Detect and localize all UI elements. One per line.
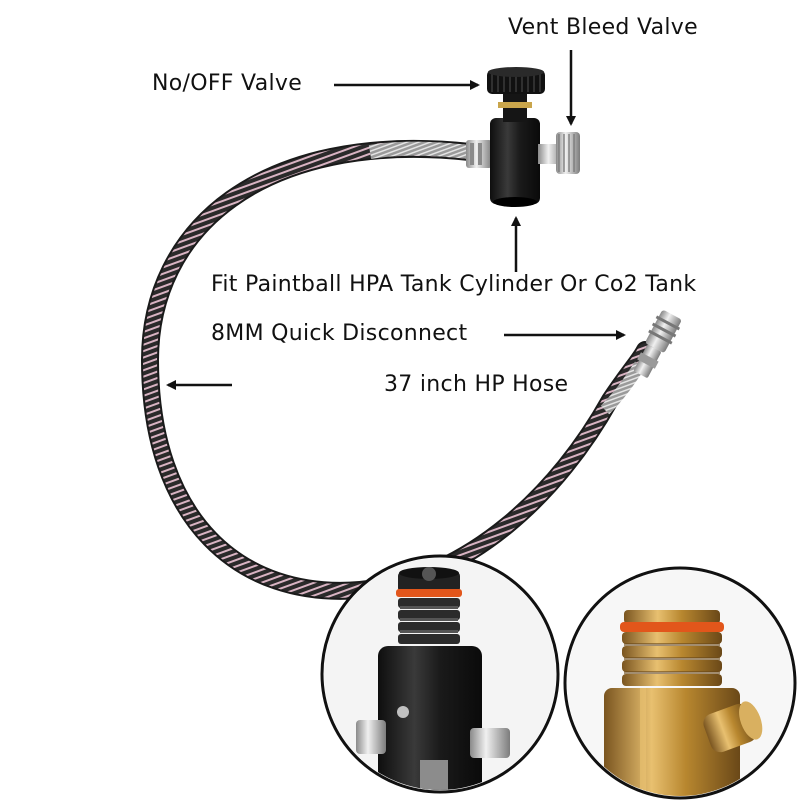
inset-regulator-thread — [320, 554, 560, 794]
quick-disconnect-label: 8MM Quick Disconnect — [211, 321, 468, 346]
hp-hose — [140, 139, 654, 600]
on-off-valve-assembly — [466, 67, 580, 207]
hose-length-label: 37 inch HP Hose — [384, 372, 569, 397]
inset-tank-valve-thread — [563, 566, 797, 800]
vent-bleed-valve-label: Vent Bleed Valve — [508, 15, 698, 40]
on-off-valve-label: No/OFF Valve — [152, 71, 303, 96]
quick-disconnect-fitting — [634, 310, 681, 378]
fit-tank-label: Fit Paintball HPA Tank Cylinder Or Co2 T… — [211, 272, 697, 297]
callout-arrows — [166, 50, 626, 390]
